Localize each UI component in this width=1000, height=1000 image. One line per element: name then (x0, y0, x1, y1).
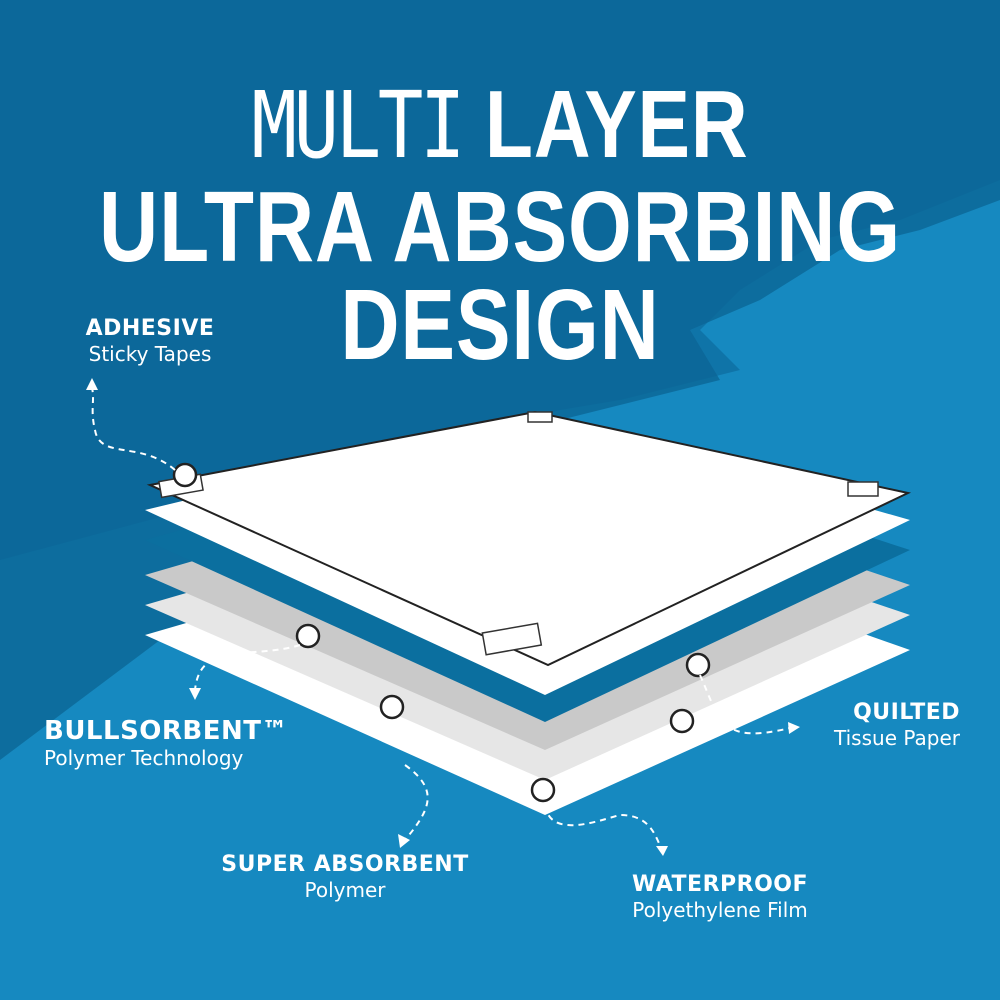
title-line-2: ULTRA ABSORBING (99, 171, 901, 283)
arrowhead-icon (656, 846, 668, 856)
adhesive-tape (847, 481, 879, 497)
marker-dot (172, 462, 198, 488)
arrow-super-absorbent (404, 764, 429, 841)
title-layer: LAYER (484, 71, 749, 178)
marker-dot (530, 777, 556, 803)
layer-top-sheet (146, 410, 912, 667)
label-quilted: QUILTED Tissue Paper (800, 700, 960, 750)
marker-dot (685, 652, 711, 678)
label-sub: Sticky Tapes (88, 342, 212, 366)
marker-dot (379, 694, 405, 720)
adhesive-tape (481, 622, 543, 656)
label-heading: QUILTED (853, 700, 960, 725)
arrow-adhesive (91, 387, 176, 471)
arrowhead-icon (189, 688, 201, 700)
label-super-absorbent: SUPER ABSORBENT Polymer (205, 852, 485, 902)
adhesive-tape (527, 411, 553, 423)
label-sub: Polymer Technology (44, 746, 244, 770)
marker-dot (669, 708, 695, 734)
arrowhead-icon (86, 378, 98, 390)
title-line-3: DESIGN (340, 269, 660, 381)
label-waterproof: WATERPROOF Polyethylene Film (600, 872, 840, 922)
label-heading: WATERPROOF (631, 872, 809, 897)
background-dark-area (0, 0, 1000, 560)
arrow-quilted (699, 674, 791, 735)
arrowhead-icon (788, 722, 800, 734)
arrow-bullsorbent (194, 644, 301, 691)
label-bullsorbent: BULLSORBENT™ Polymer Technology (44, 716, 288, 770)
label-heading: ADHESIVE (85, 316, 215, 341)
label-adhesive: ADHESIVE Sticky Tapes (70, 316, 230, 366)
label-sub: Polymer (304, 878, 386, 902)
label-sub: Polyethylene Film (632, 898, 808, 922)
marker-dot (295, 623, 321, 649)
title-line-1: MULTI LAYER (90, 70, 910, 180)
arrow-waterproof (544, 804, 663, 851)
title-multi: MULTI (251, 72, 465, 179)
label-sub: Tissue Paper (834, 726, 960, 750)
label-heading: BULLSORBENT™ (44, 716, 288, 746)
arrowhead-icon (398, 834, 410, 848)
label-heading: SUPER ABSORBENT (221, 852, 469, 877)
